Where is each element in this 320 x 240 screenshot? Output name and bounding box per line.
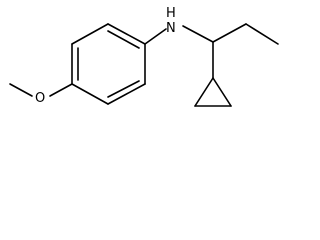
hydrogen-atom-label: H <box>166 6 176 21</box>
oxygen-atom-label: O <box>35 91 45 106</box>
ring-bond-6 <box>71 23 109 45</box>
ring-bond-4 <box>71 83 109 105</box>
ring-double-bond-1 <box>107 30 140 49</box>
ring-bond-3 <box>107 83 146 105</box>
ring-to-oxygen-bond <box>49 83 73 97</box>
nitrogen-to-methine-bond <box>182 25 214 43</box>
cyclopropyl-bond-1 <box>194 77 214 107</box>
oxygen-to-methyl-bond <box>9 83 33 97</box>
bond-skeleton <box>9 23 279 107</box>
methylene-to-methyl-bond <box>245 23 279 45</box>
atom-labels: H N O <box>35 6 176 106</box>
ring-to-nitrogen-bond <box>144 28 167 45</box>
ring-bond-1 <box>107 23 146 45</box>
molecule-structure-canvas: H N O <box>9 6 279 107</box>
nitrogen-atom-label: N <box>166 21 176 36</box>
cyclopropyl-bond-3 <box>212 77 232 107</box>
methine-to-methylene-bond <box>212 23 247 43</box>
ring-double-bond-2 <box>107 80 140 98</box>
